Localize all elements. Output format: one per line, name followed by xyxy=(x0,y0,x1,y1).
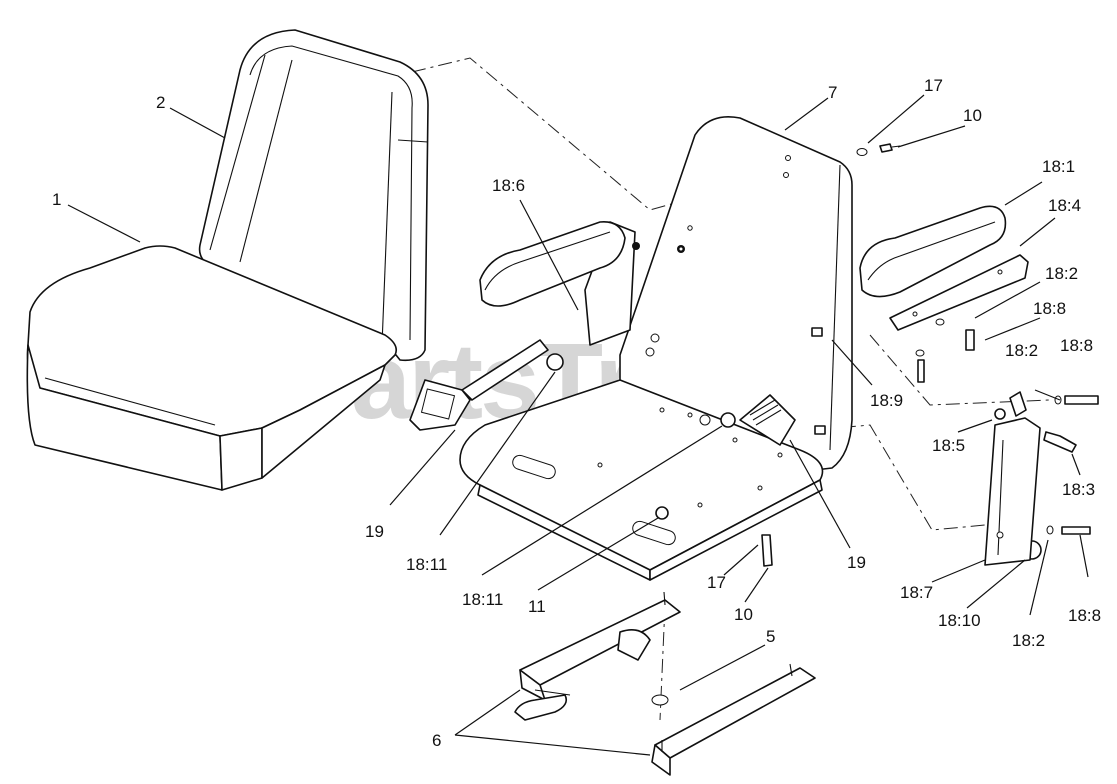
callout-7: 7 xyxy=(828,83,837,102)
seat-pan-part xyxy=(459,379,824,581)
callout-labels: 1 2 7 17 10 18:1 18:4 18:2 18:8 18:2 18:… xyxy=(52,76,1101,750)
callout-18-8-mid: 18:8 xyxy=(1060,336,1093,355)
callout-18-4: 18:4 xyxy=(1048,196,1081,215)
callout-10-top: 10 xyxy=(963,106,982,125)
callout-2: 2 xyxy=(156,93,165,112)
callout-18-3: 18:3 xyxy=(1062,480,1095,499)
callout-6: 6 xyxy=(432,731,441,750)
callout-18-11-center: 18:11 xyxy=(462,590,503,609)
side-bracket-part xyxy=(984,391,1041,566)
callout-11: 11 xyxy=(528,597,546,616)
callout-19-left: 19 xyxy=(365,522,384,541)
armrest-bracket-part xyxy=(889,254,1029,331)
right-armrest-part xyxy=(859,205,1007,298)
left-armrest-part xyxy=(479,221,640,346)
leader-lines xyxy=(67,94,1089,756)
callout-19-right: 19 xyxy=(847,553,866,572)
callout-10-bottom: 10 xyxy=(734,605,753,624)
callout-18-2-upper: 18:2 xyxy=(1045,264,1078,283)
callout-18-5: 18:5 xyxy=(932,436,965,455)
callout-18-9: 18:9 xyxy=(870,391,903,410)
callout-17-bottom: 17 xyxy=(707,573,726,592)
callout-18-8-upper: 18:8 xyxy=(1033,299,1066,318)
seat-back-part xyxy=(198,29,429,362)
callout-1: 1 xyxy=(52,190,61,209)
callout-18-11-left: 18:11 xyxy=(406,555,447,574)
callout-18-10: 18:10 xyxy=(938,611,981,630)
callout-17-top: 17 xyxy=(924,76,943,95)
callout-18-8-lower: 18:8 xyxy=(1068,606,1101,625)
callout-18-2-mid: 18:2 xyxy=(1005,341,1038,360)
callout-5: 5 xyxy=(766,627,775,646)
seat-cushion-part xyxy=(26,245,398,491)
seat-frame-part xyxy=(619,116,853,471)
slide-rails-part xyxy=(514,591,816,776)
seatbelt-parts xyxy=(409,339,796,446)
callout-18-7: 18:7 xyxy=(900,583,933,602)
callout-18-2-lower: 18:2 xyxy=(1012,631,1045,650)
callout-18-1: 18:1 xyxy=(1042,157,1075,176)
callout-18-6: 18:6 xyxy=(492,176,525,195)
